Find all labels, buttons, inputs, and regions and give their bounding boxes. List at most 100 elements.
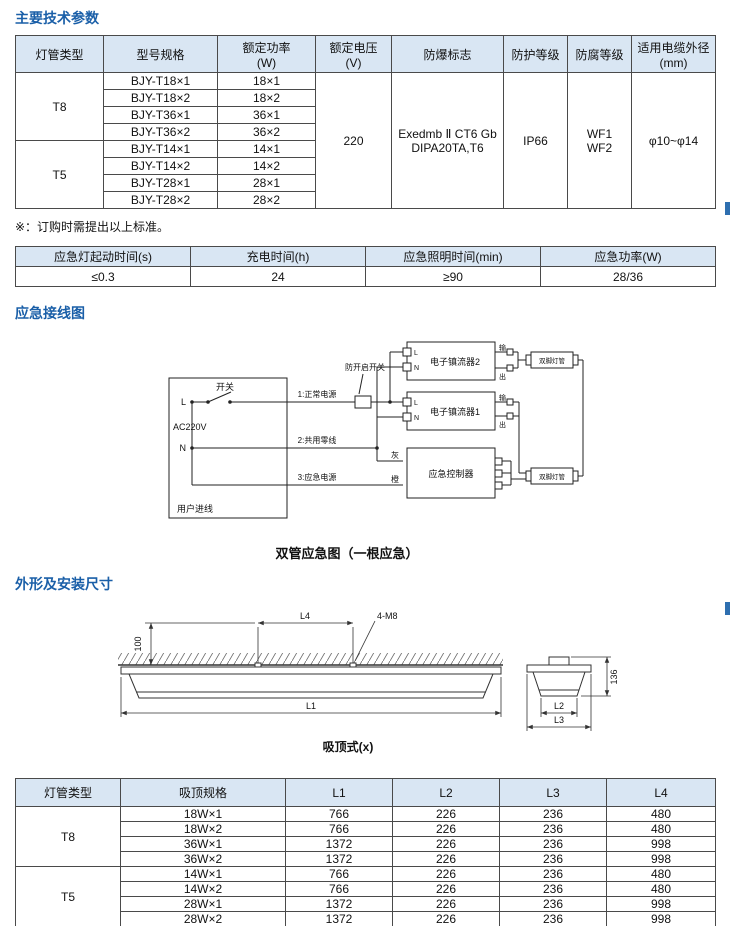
fixture-flange — [120, 666, 502, 675]
l3-cell: 236 — [499, 881, 607, 897]
section-title-wiring: 应急接线图 — [15, 305, 85, 321]
ballast1-box — [406, 391, 496, 431]
power-cell: 18×1 — [217, 72, 316, 90]
l1-cell: 1372 — [285, 851, 393, 867]
ceiling-hatch — [118, 653, 503, 665]
dimension-caption: 吸顶式(x) — [323, 739, 374, 754]
l3-cell: 236 — [499, 806, 607, 822]
mounting-hole — [349, 662, 357, 668]
terminal-l-label: L — [414, 350, 418, 357]
output-out-label: 出 — [499, 420, 506, 429]
table-row: 36W×2 1372 226 236 998 — [16, 851, 716, 867]
spec-table: 灯管类型 型号规格 额定功率 (W) 额定电压 (V) 防爆标志 防护等级 防腐… — [15, 35, 716, 209]
l3-cell: 236 — [499, 851, 607, 867]
wiring-diagram: 开关 L N AC220V 用户进线 电子镇流器2 电子镇流器1 应急控制器 1… — [168, 341, 584, 519]
l1-cell: 766 — [285, 806, 393, 822]
table-row: 18W×2 766 226 236 480 — [16, 821, 716, 837]
emergency-header-row: 应急灯起动时间(s) 充电时间(h) 应急照明时间(min) 应急功率(W) — [15, 246, 716, 267]
emergency-params-table: 应急灯起动时间(s) 充电时间(h) 应急照明时间(min) 应急功率(W) ≤… — [15, 246, 716, 287]
voltage-cell: 220 — [315, 72, 392, 209]
model-cell: BJY-T28×1 — [103, 174, 218, 192]
power-cell: 28×2 — [217, 191, 316, 209]
l2-cell: 226 — [392, 851, 500, 867]
header-ex-mark: 防爆标志 — [391, 35, 504, 73]
spec-header-row: 灯管类型 型号规格 额定功率 (W) 额定电压 (V) 防爆标志 防护等级 防腐… — [15, 35, 716, 73]
power-cell: 14×1 — [217, 140, 316, 158]
model-cell: BJY-T18×1 — [103, 72, 218, 90]
wiring-diagram-area: 开关 L N AC220V 用户进线 电子镇流器2 电子镇流器1 应急控制器 1… — [107, 330, 587, 562]
l1-cell: 1372 — [285, 911, 393, 926]
anti-corrosion-cell: WF1 WF2 — [567, 72, 632, 209]
table-row: 36W×1 1372 226 236 998 — [16, 836, 716, 852]
lamp-type-cell: T8 — [15, 806, 121, 867]
orange-wire-label: 橙 — [391, 474, 399, 484]
table-row: 14W×2 766 226 236 480 — [16, 881, 716, 897]
user-inlet-label: 用户进线 — [177, 503, 213, 514]
em-duration-cell: ≥90 — [365, 266, 541, 287]
l2-cell: 226 — [392, 836, 500, 852]
model-cell: BJY-T14×1 — [103, 140, 218, 158]
em-power-cell: 28/36 — [540, 266, 716, 287]
l4-cell: 480 — [606, 806, 716, 822]
ip-cell: IP66 — [503, 72, 568, 209]
output-in-label: 输 — [499, 393, 506, 402]
terminal-n-label: N — [414, 365, 419, 372]
cable-od-cell: φ10~φ14 — [631, 72, 716, 209]
dim-136-label: 136 — [609, 669, 619, 684]
endview-body — [532, 671, 586, 697]
header-charge-time: 充电时间(h) — [190, 246, 366, 267]
spec-cell: 36W×2 — [120, 851, 286, 867]
l1-cell: 766 — [285, 866, 393, 882]
dimension-drawing: L4 100 4-M8 L1 136 L2 L3 吸顶式(x) — [118, 611, 619, 754]
table-row: BJY-T28×2 28×2 — [16, 191, 716, 209]
power-cell: 36×1 — [217, 106, 316, 124]
dim-100-label: 100 — [133, 636, 143, 651]
lamp-type-cell: T8 — [15, 72, 104, 141]
controller-label: 应急控制器 — [428, 468, 473, 479]
spec-cell: 14W×1 — [120, 866, 286, 882]
ballast2-label: 电子镇流器2 — [430, 356, 480, 367]
model-cell: BJY-T28×2 — [103, 191, 218, 209]
section-title-main-specs: 主要技术参数 — [15, 10, 99, 26]
lamp-type-cell: T5 — [15, 140, 104, 209]
table-row: T5 BJY-T14×1 14×1 — [15, 140, 716, 209]
l3-cell: 236 — [499, 911, 607, 926]
table-row: BJY-T36×2 36×2 — [16, 123, 716, 141]
tube1-label: 双脚灯管 — [539, 356, 566, 365]
spec-cell: 36W×1 — [120, 836, 286, 852]
dim-header-row: 灯管类型 吸顶规格 L1 L2 L3 L4 — [15, 778, 716, 807]
model-cell: BJY-T36×1 — [103, 106, 218, 124]
mounting-hole — [254, 662, 262, 668]
dim-l4-label: L4 — [300, 611, 310, 621]
l3-cell: 236 — [499, 866, 607, 882]
dim-l3-label: L3 — [554, 715, 564, 725]
table-row: 28W×1 1372 226 236 998 — [16, 896, 716, 912]
power-cell: 28×1 — [217, 174, 316, 192]
header-cable-od: 适用电缆外径 (mm) — [631, 35, 716, 73]
header-em-duration: 应急照明时间(min) — [365, 246, 541, 267]
model-cell: BJY-T14×2 — [103, 157, 218, 175]
page-edge-marker — [725, 202, 730, 215]
header-model: 型号规格 — [103, 35, 218, 73]
l4-cell: 998 — [606, 836, 716, 852]
ex-mark-cell: Exedmb Ⅱ CT6 Gb DIPA20TA,T6 — [391, 72, 504, 209]
l2-cell: 226 — [392, 911, 500, 926]
wiring-caption: 双管应急图（一根应急） — [275, 546, 419, 561]
gray-wire-label: 灰 — [391, 450, 399, 460]
spec-cell: 14W×2 — [120, 881, 286, 897]
table-row: BJY-T28×1 28×1 — [16, 174, 716, 192]
header-lamp-type: 灯管类型 — [15, 778, 121, 807]
header-l3: L3 — [499, 778, 607, 807]
l3-cell: 236 — [499, 836, 607, 852]
table-row: T8 18W×1 766 226 236 480 — [15, 806, 716, 867]
supply-label: AC220V — [173, 422, 207, 432]
header-l1: L1 — [285, 778, 393, 807]
start-time-cell: ≤0.3 — [15, 266, 191, 287]
emergency-value-row: ≤0.3 24 ≥90 28/36 — [15, 266, 716, 287]
l2-cell: 226 — [392, 866, 500, 882]
controller-box — [406, 447, 496, 499]
header-voltage: 额定电压 (V) — [315, 35, 392, 73]
header-l4: L4 — [606, 778, 716, 807]
dimension-drawing-area: L4 100 4-M8 L1 136 L2 L3 吸顶式(x) — [103, 601, 643, 766]
